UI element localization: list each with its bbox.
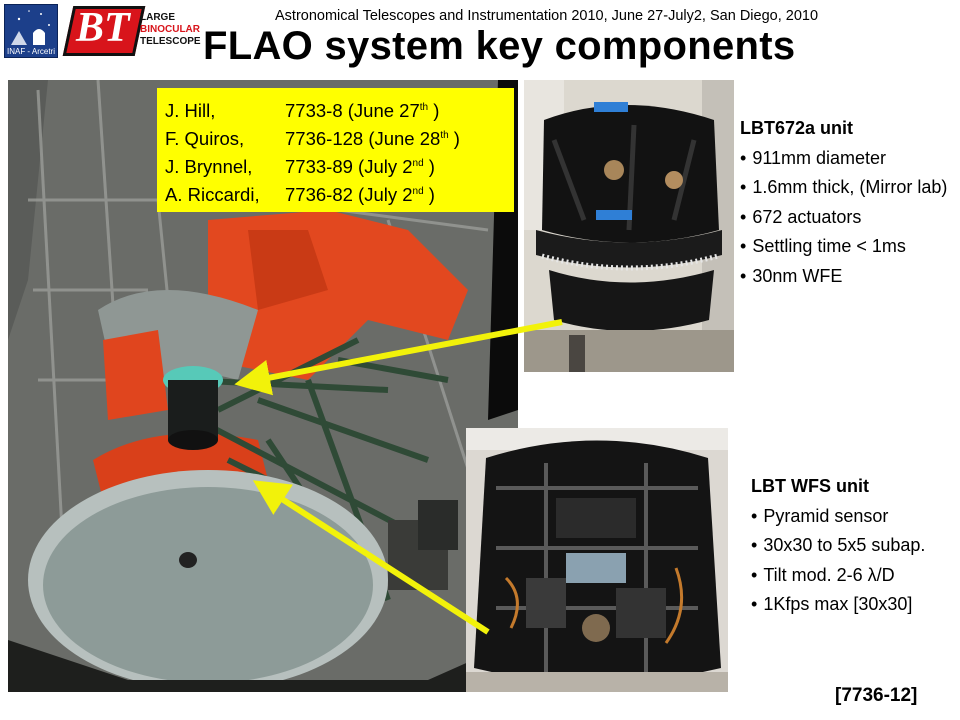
spec-item: 30nm WFE: [740, 262, 960, 292]
lbt672a-spec-list: LBT672a unit 911mm diameter 1.6mm thick,…: [740, 114, 960, 291]
author-row: A. Riccardi,7736-82 (July 2nd ): [165, 178, 514, 206]
conference-line: Astronomical Telescopes and Instrumentat…: [275, 8, 819, 24]
author-row: J. Brynnel,7733-89 (July 2nd ): [165, 150, 514, 178]
spec-item: 1Kfps max [30x30]: [751, 590, 960, 620]
lbt672a-heading: LBT672a unit: [740, 118, 854, 138]
wfs-heading: LBT WFS unit: [751, 476, 869, 496]
spec-item: 672 actuators: [740, 203, 960, 233]
slide-title: FLAO system key components: [203, 24, 796, 68]
lbt-logo-word: TELESCOPE: [140, 36, 201, 47]
author-name: J. Brynnel,: [165, 156, 253, 178]
paper-reference-box: J. Hill,7733-8 (June 27th ) F. Quiros,77…: [157, 88, 514, 212]
author-name: J. Hill,: [165, 100, 216, 122]
wfs-spec-list: LBT WFS unit Pyramid sensor 30x30 to 5x5…: [751, 472, 960, 620]
spec-item: Tilt mod. 2-6 λ/D: [751, 561, 960, 591]
author-name: F. Quiros,: [165, 128, 245, 150]
lbt-logo: BT LARGE BINOCULAR TELESCOPE: [62, 4, 201, 56]
wfs-unit-photo: [466, 428, 728, 692]
author-row: J. Hill,7733-8 (June 27th ): [165, 94, 514, 122]
lbt-logo-letters: BT: [76, 5, 130, 51]
spec-item: 911mm diameter: [740, 144, 960, 174]
arrow-to-secondary: [234, 319, 563, 396]
inaf-logo-text: INAF - Arcetri: [6, 47, 55, 56]
paper-id: 7736-82 (July 2: [285, 184, 413, 206]
arrow-to-wfs: [252, 480, 490, 635]
author-row: F. Quiros,7736-128 (June 28th ): [165, 122, 514, 150]
inaf-logo: INAF - Arcetri: [4, 4, 58, 58]
talk-reference: [7736-12]: [835, 685, 918, 706]
spec-item: 1.6mm thick, (Mirror lab): [740, 173, 960, 203]
paper-id: 7733-8 (June 27: [285, 100, 420, 122]
lbt-logo-word: BINOCULAR: [140, 24, 200, 35]
spec-item: Settling time < 1ms: [740, 232, 960, 262]
paper-id: 7733-89 (July 2: [285, 156, 413, 178]
author-name: A. Riccardi,: [165, 184, 260, 206]
spec-item: 30x30 to 5x5 subap.: [751, 531, 960, 561]
lbt-logo-word: LARGE: [140, 12, 175, 23]
spec-item: Pyramid sensor: [751, 502, 960, 532]
paper-id: 7736-128 (June 28: [285, 128, 441, 150]
